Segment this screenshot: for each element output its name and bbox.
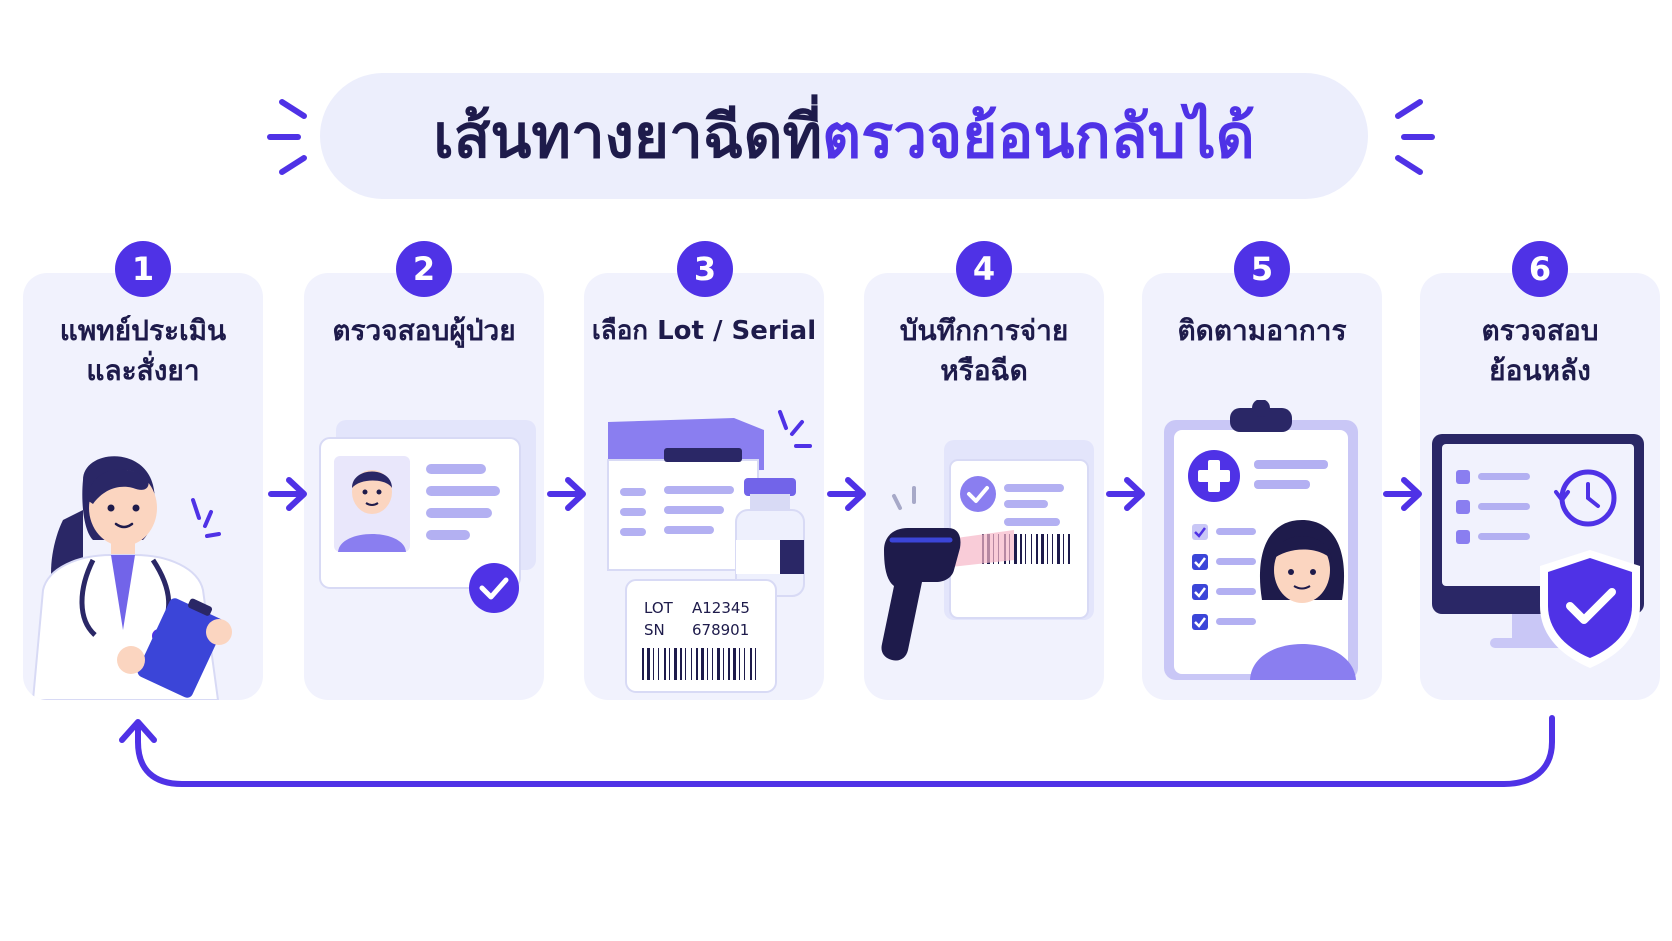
step-3-label-line1: เลือก Lot / Serial [591, 316, 817, 346]
step-2-badge: 2 [396, 241, 452, 297]
history-clock-icon [1554, 469, 1617, 527]
step-5-label-line1: ติดตามอาการ [1177, 314, 1347, 347]
lot-key: LOT [644, 599, 674, 617]
step-2-label-line1: ตรวจสอบผู้ป่วย [332, 314, 516, 347]
barcode-bar [674, 648, 677, 680]
barcode-bar [669, 648, 670, 680]
barcode-bar [696, 648, 698, 680]
barcode-bar [728, 648, 730, 680]
arrow-right-icon [268, 477, 307, 511]
arrow-right-icon [827, 477, 866, 511]
barcode-bar [723, 648, 724, 680]
step-card-verify-patient: ตรวจสอบผู้ป่วย [304, 273, 544, 700]
arrow-right-icon [1383, 477, 1422, 511]
sn-value: 678901 [692, 621, 749, 639]
barcode-bar [1036, 534, 1038, 564]
step-4-label-line1: บันทึกการจ่าย [899, 314, 1069, 347]
barcode-bar [717, 648, 720, 680]
arrow-right-icon [547, 477, 586, 511]
barcode-bar [1068, 534, 1070, 564]
barcode-bar [712, 648, 713, 680]
barcode-bar [658, 648, 659, 680]
barcode-bar [707, 648, 708, 680]
barcode-bar [1020, 534, 1022, 564]
step-3-badge: 3 [677, 241, 733, 297]
step-4-label: บันทึกการจ่าย หรือฉีด [864, 311, 1104, 391]
step-6-label: ตรวจสอบ ย้อนหลัง [1420, 311, 1660, 391]
medicine-box-vial-illustration: LOT A12345 SN 678901 [607, 410, 812, 693]
barcode-bar [1031, 534, 1032, 564]
arrow-right-icon [1106, 477, 1145, 511]
barcode-bar [739, 648, 740, 680]
step-card-prescribe: แพทย์ประเมิน และสั่งยา [23, 273, 263, 700]
barcode-bar [685, 648, 686, 680]
page-title: เส้นทางยาฉีดที่ตรวจย้อนกลับได้ [433, 89, 1255, 184]
step-3-label: เลือก Lot / Serial [584, 311, 824, 351]
barcode-bar [1052, 534, 1053, 564]
sparkle-left-icon [267, 99, 307, 175]
barcode-bar [1047, 534, 1048, 564]
barcode-bar [680, 648, 682, 680]
checklist-icon [1192, 524, 1256, 630]
barcode-bar [701, 648, 704, 680]
step-1-label-line1: แพทย์ประเมิน [59, 314, 227, 347]
step-6-badge: 6 [1512, 241, 1568, 297]
barcode-bar [653, 648, 654, 680]
barcode-bar [1014, 534, 1017, 564]
step-card-record-dispense: บันทึกการจ่าย หรือฉีด [864, 273, 1104, 700]
clipboard-patient-illustration [1164, 400, 1358, 680]
barcode-bar [744, 648, 745, 680]
title-banner: เส้นทางยาฉีดที่ตรวจย้อนกลับได้ [320, 73, 1368, 199]
step-5-label: ติดตามอาการ [1142, 311, 1382, 351]
step-6-label-line2: ย้อนหลัง [1489, 354, 1591, 387]
step-1-label: แพทย์ประเมิน และสั่งยา [23, 311, 263, 391]
shield-check-icon [1540, 550, 1640, 668]
step-1-badge: 1 [115, 241, 171, 297]
step-6-label-line1: ตรวจสอบ [1481, 314, 1599, 347]
step-5-badge: 5 [1234, 241, 1290, 297]
doctor-illustration [31, 456, 232, 700]
barcode-bar [755, 648, 756, 680]
sn-key: SN [644, 621, 665, 639]
patient-id-card-illustration [319, 420, 536, 613]
barcode-bar [647, 648, 650, 680]
barcode-bar [733, 648, 736, 680]
barcode-bar [664, 648, 666, 680]
step-card-monitor-symptoms: ติดตามอาการ [1142, 273, 1382, 700]
barcode-bar [642, 648, 644, 680]
title-main: เส้นทางยาฉีดที่ [433, 101, 823, 172]
barcode-bar [1041, 534, 1044, 564]
barcode-bar [1057, 534, 1060, 564]
step-4-badge: 4 [956, 241, 1012, 297]
step-1-label-line2: และสั่งยา [86, 354, 200, 387]
title-accent: ตรวจย้อนกลับได้ [822, 101, 1255, 172]
step-2-label: ตรวจสอบผู้ป่วย [304, 311, 544, 351]
lot-barcode-icon [642, 648, 756, 680]
barcode-bar [1025, 534, 1026, 564]
barcode-bar [1063, 534, 1064, 564]
step-card-audit: ตรวจสอบ ย้อนหลัง [1420, 273, 1660, 700]
sparkle-right-icon [1395, 99, 1435, 175]
step-4-label-line2: หรือฉีด [940, 354, 1028, 387]
barcode-bar [691, 648, 692, 680]
barcode-bar [750, 648, 752, 680]
step-card-select-lot: เลือก Lot / Serial LOT A12345 SN 678901 [584, 273, 824, 700]
monitor-shield-illustration [1432, 434, 1644, 668]
lot-value: A12345 [692, 599, 750, 617]
barcode-scanner-illustration [881, 440, 1094, 661]
